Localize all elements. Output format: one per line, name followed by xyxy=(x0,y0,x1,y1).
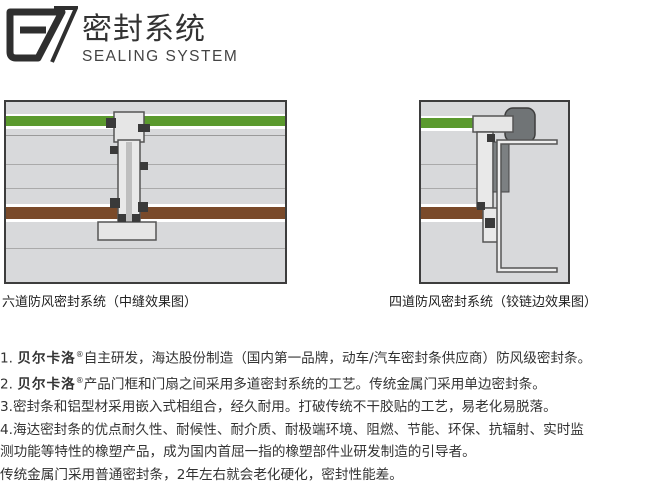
brand-name: 贝尔卡洛 xyxy=(17,350,76,367)
page-title: 密封系统 xyxy=(82,12,206,47)
page-subtitle: SEALING SYSTEM xyxy=(82,48,239,65)
desc-line-5: 测功能等特性的橡塑产品，成为国内首屈一指的橡塑部件业研发制造的引导者。 xyxy=(0,444,476,461)
hinge-side-diagram xyxy=(421,102,568,282)
desc-line-4: 4.海达密封条的优点耐久性、耐候性、耐介质、耐极端环境、阻燃、节能、环保、抗辐射… xyxy=(0,421,584,438)
caption-hinge-side: 四道防风密封系统（铰链边效果图） xyxy=(389,295,598,310)
brand-name: 贝尔卡洛 xyxy=(17,376,76,393)
caption-center-seam: 六道防风密封系统（中缝效果图） xyxy=(2,295,198,310)
desc-line-2: 2. 贝尔卡洛®产品门框和门扇之间采用多道密封系统的工艺。传统金属门采用单边密封… xyxy=(0,376,546,393)
center-seam-diagram xyxy=(6,102,285,282)
registered-mark: ® xyxy=(75,350,84,359)
desc-line-6: 传统金属门采用普通密封条，2年左右就会老化硬化，密封性能差。 xyxy=(0,466,403,483)
description-text: 1. 贝尔卡洛®自主研发，海达股份制造（国内第一品牌，动车/汽车密封条供应商）防… xyxy=(0,344,645,486)
logo-icon xyxy=(6,6,78,63)
desc-line-3: 3.密封条和铝型材采用嵌入式相组合，经久耐用。打破传统不干胶贴的工艺，易老化易脱… xyxy=(0,399,557,416)
figure-center-seam xyxy=(4,100,287,284)
figure-hinge-side xyxy=(419,100,570,284)
desc-line-1: 1. 贝尔卡洛®自主研发，海达股份制造（国内第一品牌，动车/汽车密封条供应商）防… xyxy=(0,350,592,367)
registered-mark: ® xyxy=(75,376,84,386)
